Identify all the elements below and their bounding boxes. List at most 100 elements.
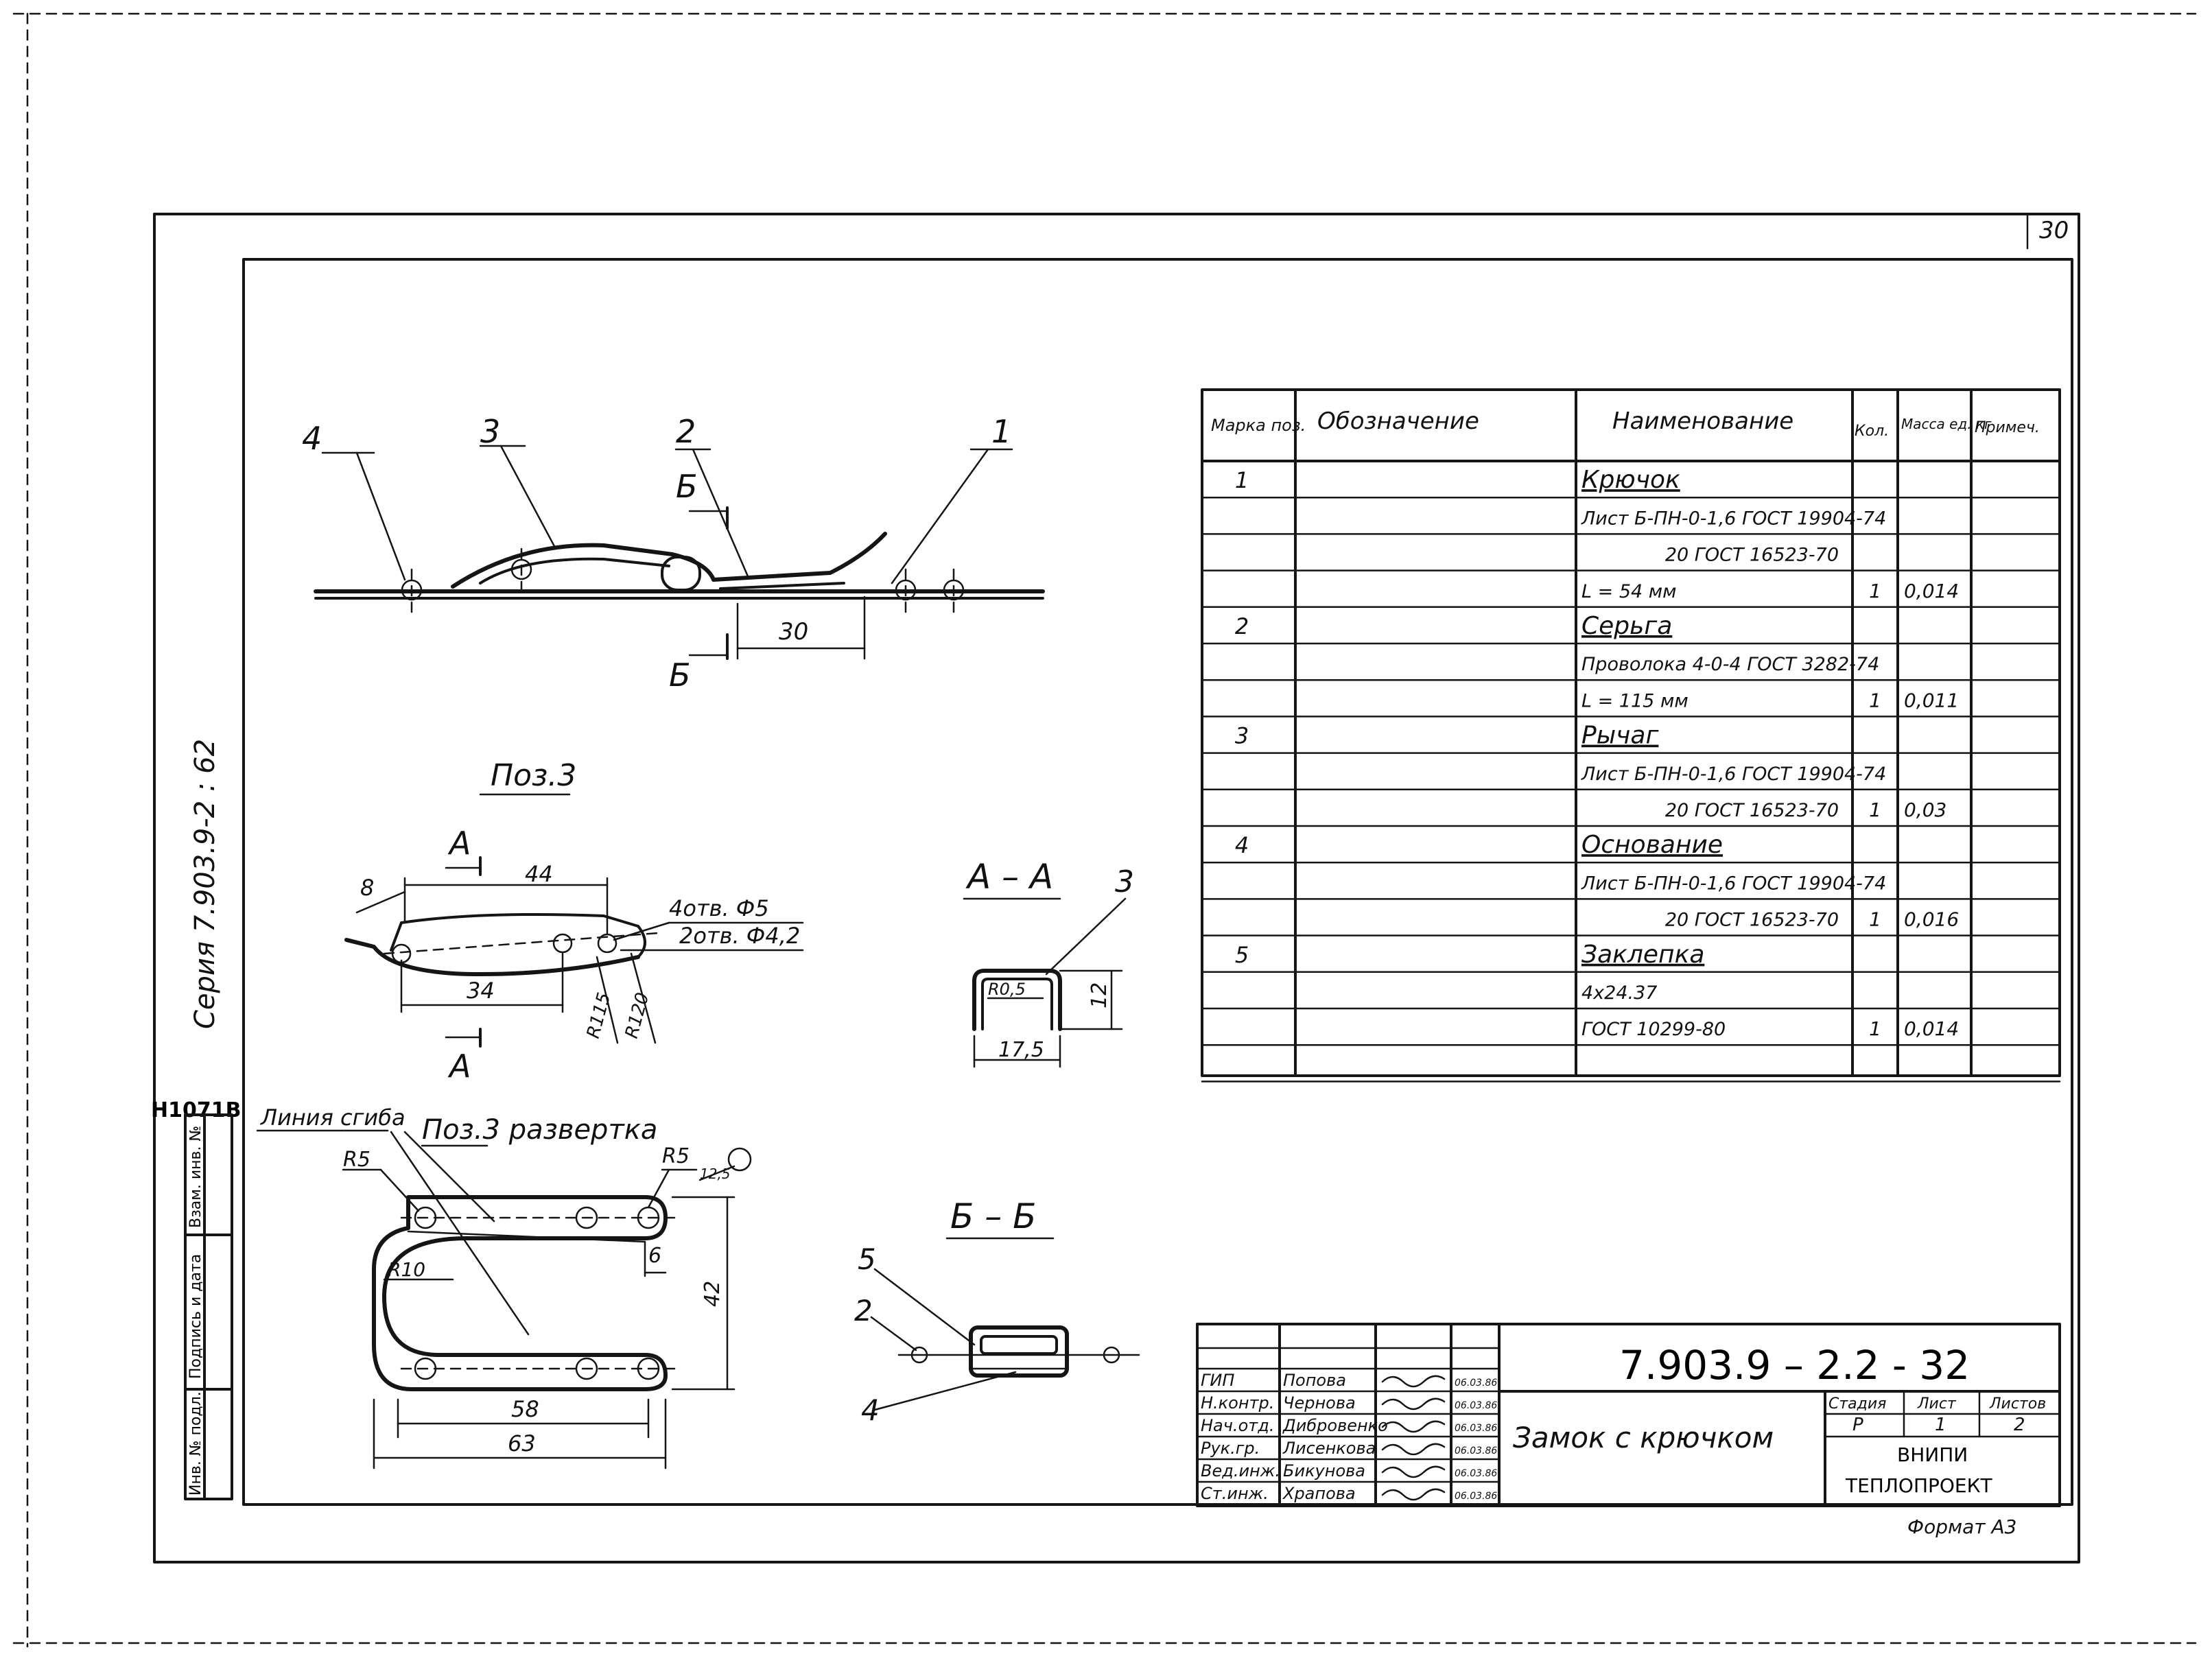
spec-header-name: Наименование (1612, 408, 1793, 435)
poz3-holes-5: 4отв. Ф5 (669, 895, 769, 921)
doc-number: 7.903.9 – 2.2 - 32 (1619, 1342, 1970, 1389)
org-line-1: ВНИПИ (1897, 1443, 1968, 1466)
spec-header-mass: Масса ед. кг (1901, 416, 1992, 432)
main-assembly-view (314, 445, 1045, 660)
spec-cell-name: 4х24.37 (1581, 982, 1657, 1004)
spec-cell-qty: 1 (1869, 1017, 1881, 1040)
poz3-view (344, 856, 804, 1048)
spec-cell-mark: 5 (1235, 942, 1249, 968)
callout-3: 3 (480, 413, 500, 450)
spec-header-note: Примеч. (1975, 419, 2040, 436)
signature-date: 06.03.86 (1455, 1491, 1497, 1502)
spec-header-qty: Кол. (1855, 423, 1889, 440)
callout-4: 4 (302, 420, 322, 457)
section-aa-view (972, 897, 1127, 1068)
section-bb-view (870, 1268, 1140, 1411)
handwritten-signature (1381, 1488, 1446, 1501)
handwritten-signature (1381, 1397, 1446, 1411)
section-b-top: Б (676, 468, 698, 505)
signature-name: Попова (1283, 1371, 1346, 1390)
flat-r125: 12,5 (700, 1166, 731, 1182)
section-bb-callout-2: 2 (854, 1294, 873, 1327)
spec-cell-qty: 1 (1869, 689, 1881, 711)
spec-cell-qty: 1 (1869, 799, 1881, 821)
series-label: Серия 7.903.9-2 : 62 (189, 739, 221, 1029)
signature-role: Н.контр. (1201, 1393, 1274, 1413)
flat-r10: R10 (388, 1258, 425, 1281)
signature-date: 06.03.86 (1455, 1468, 1497, 1479)
spec-cell-name: Основание (1581, 831, 1723, 859)
signature-role: Ст.инж. (1201, 1484, 1269, 1503)
spec-cell-mark: 3 (1235, 723, 1249, 749)
callout-2: 2 (676, 413, 696, 450)
spec-cell-mass: 0,014 (1904, 1017, 1959, 1040)
flat-r5-right: R5 (662, 1144, 690, 1168)
spec-cell-name: ГОСТ 10299-80 (1581, 1019, 1726, 1040)
signature-date: 06.03.86 (1455, 1378, 1497, 1389)
handwritten-signature (1381, 1420, 1446, 1433)
poz3-holes-42: 2отв. Ф4,2 (679, 923, 800, 949)
signature-role: ГИП (1201, 1371, 1234, 1390)
flat-dim-63: 63 (508, 1430, 536, 1456)
handwritten-signature (1381, 1375, 1446, 1388)
spec-table-grid (1201, 388, 2061, 1077)
title-block-grid (1196, 1323, 2061, 1507)
spec-cell-name: Проволока 4-0-4 ГОСТ 3282-74 (1581, 654, 1879, 675)
doc-title: Замок с крючком (1513, 1421, 1774, 1454)
spec-cell-mass: 0,03 (1904, 799, 1946, 821)
spec-header-designation: Обозначение (1317, 408, 1479, 435)
signature-date: 06.03.86 (1455, 1445, 1497, 1456)
signature-name: Бикунова (1283, 1461, 1365, 1480)
section-bb-callout-4: 4 (861, 1393, 880, 1427)
stamp-replace: Взам. инв. № (187, 1126, 204, 1228)
spec-cell-name: L = 115 мм (1581, 690, 1689, 711)
signature-name: Чернова (1283, 1393, 1356, 1413)
spec-cell-name: Лист Б-ПН-0-1,6 ГОСТ 19904-74 (1581, 873, 1886, 894)
poz3-dim-44: 44 (525, 861, 553, 887)
stamp-signature: Подпись и дата (187, 1254, 204, 1379)
spec-cell-mass: 0,016 (1904, 908, 1959, 931)
poz3-section-a-top: А (447, 825, 471, 862)
signature-date: 06.03.86 (1455, 1400, 1497, 1411)
spec-cell-name: Серьга (1581, 612, 1672, 640)
poz3-section-a-bottom: А (447, 1048, 471, 1085)
section-aa-dim-12: 12 (1087, 982, 1111, 1008)
signature-name: Дибровенко (1282, 1416, 1388, 1435)
spec-cell-name: Рычаг (1581, 722, 1659, 750)
flat-r5-left: R5 (343, 1148, 370, 1172)
spec-cell-qty: 1 (1869, 580, 1881, 602)
format-label: Формат А3 (1907, 1515, 2016, 1538)
handwritten-signature (1381, 1465, 1446, 1478)
signature-date: 06.03.86 (1455, 1423, 1497, 1434)
org-line-2: ТЕПЛОПРОЕКТ (1845, 1474, 1992, 1497)
spec-cell-name: 20 ГОСТ 16523-70 (1665, 800, 1839, 821)
sheets-value: 2 (2014, 1415, 2025, 1435)
bend-line-label: Линия сгиба (260, 1105, 405, 1131)
poz3-flat-title: Поз.3 развертка (422, 1114, 657, 1146)
sheet-value: 1 (1935, 1415, 1946, 1435)
poz3-dim-8: 8 (360, 875, 374, 901)
signature-name: Лисенкова (1282, 1439, 1376, 1458)
handwritten-signature (1381, 1443, 1446, 1456)
spec-cell-name: 20 ГОСТ 16523-70 (1665, 545, 1839, 566)
flat-dim-6: 6 (648, 1244, 661, 1268)
callout-1: 1 (991, 413, 1011, 450)
spec-header-mark: Марка поз. (1211, 416, 1306, 435)
spec-cell-name: Лист Б-ПН-0-1,6 ГОСТ 19904-74 (1581, 508, 1886, 529)
section-b-bottom: Б (669, 657, 691, 694)
section-bb-callout-5: 5 (858, 1242, 876, 1276)
poz3-dim-34: 34 (467, 978, 495, 1004)
spec-cell-mark: 1 (1235, 467, 1249, 493)
section-aa-dim-175: 17,5 (998, 1038, 1044, 1062)
stage-value: Р (1852, 1415, 1863, 1435)
spec-cell-name: 20 ГОСТ 16523-70 (1665, 910, 1839, 931)
spec-cell-mass: 0,011 (1904, 689, 1959, 711)
signature-name: Храпова (1282, 1484, 1356, 1503)
spec-cell-name: L = 54 мм (1581, 581, 1677, 602)
spec-cell-mark: 2 (1235, 613, 1249, 639)
signature-role: Нач.отд. (1201, 1416, 1274, 1435)
sheets-header: Листов (1989, 1395, 2046, 1413)
spec-cell-mass: 0,014 (1904, 580, 1959, 602)
